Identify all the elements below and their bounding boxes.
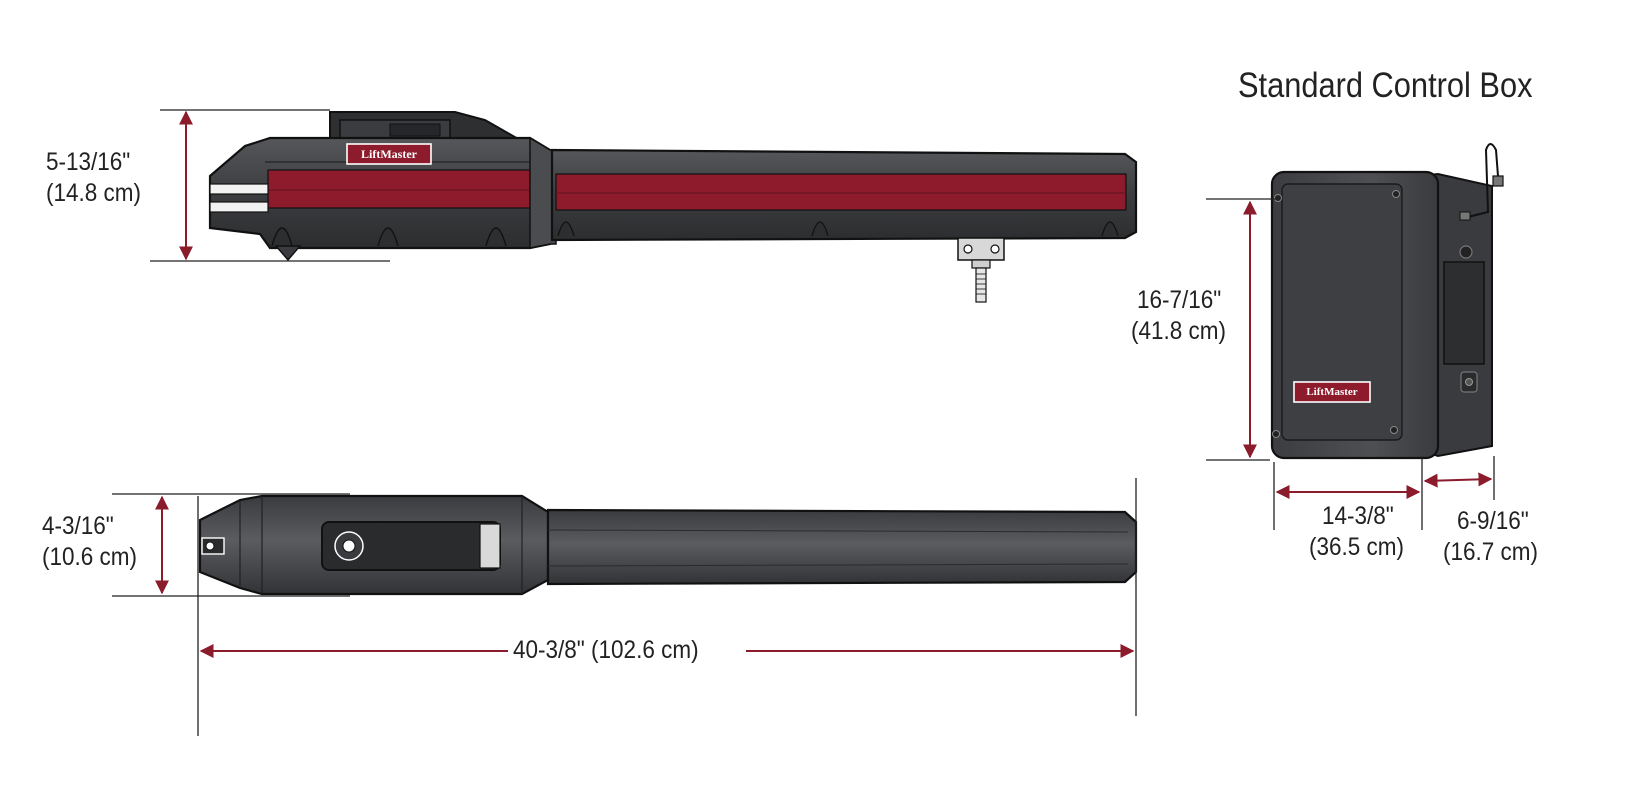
- box-depth-imperial: 6-9/16": [1457, 507, 1529, 535]
- top-width-imperial: 4-3/16": [42, 512, 114, 540]
- operator-top-view: [198, 494, 1138, 596]
- side-height-metric: (14.8 cm): [46, 179, 142, 207]
- control-box-logo: [1293, 381, 1371, 403]
- control-box-title: Standard Control Box: [1238, 66, 1533, 105]
- box-depth-metric: (16.7 cm): [1443, 538, 1539, 566]
- box-height-dimension: [1206, 198, 1280, 461]
- top-width-metric: (10.6 cm): [42, 543, 138, 571]
- operator-side-view: [208, 111, 1138, 303]
- side-height-dimension: [150, 109, 390, 262]
- box-width-metric: (36.5 cm): [1309, 533, 1405, 561]
- box-width-dimension: [1273, 456, 1423, 530]
- control-box-logo-text: LiftMaster: [1306, 386, 1358, 398]
- box-width-imperial: 14-3/8": [1322, 502, 1394, 530]
- liftmaster-logo-text: LiftMaster: [361, 147, 417, 161]
- liftmaster-logo: [346, 143, 432, 165]
- box-height-imperial: 16-7/16": [1137, 286, 1222, 314]
- top-width-dimension: [112, 493, 350, 597]
- box-height-metric: (41.8 cm): [1131, 317, 1227, 345]
- top-length-label: 40-3/8" (102.6 cm): [513, 636, 699, 664]
- top-length-dimension: [197, 478, 1137, 736]
- box-depth-dimension: [1423, 456, 1495, 500]
- side-height-imperial: 5-13/16": [46, 148, 131, 176]
- control-box: [1270, 143, 1504, 460]
